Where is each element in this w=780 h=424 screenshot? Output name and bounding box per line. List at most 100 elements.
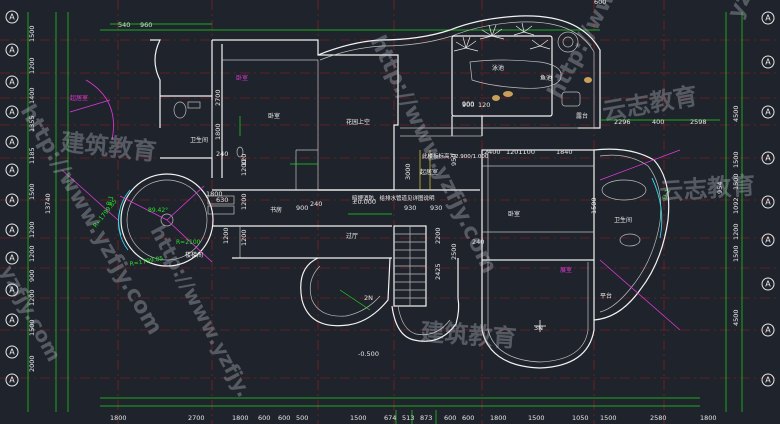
dim-label: 1500 [350,414,367,422]
svg-text:1800: 1800 [206,190,223,198]
svg-text:A: A [9,138,15,147]
axis-bubble: A [761,151,775,165]
svg-text:A: A [9,196,15,205]
center-marker [534,320,546,332]
bathroom-fixtures [173,101,647,247]
svg-text:A: A [765,154,771,163]
room-label: 过厅 [346,232,358,240]
svg-text:1800: 1800 [214,123,222,140]
room-label: 泳池 [492,64,504,72]
dim-label: 540 [118,21,130,29]
svg-text:A: A [765,280,771,289]
radius-label: R=2100 [176,239,201,246]
svg-text:120: 120 [240,154,248,166]
dim-label: 1500 [732,245,740,262]
svg-text:930: 930 [430,204,442,212]
svg-text:930: 930 [404,204,416,212]
dim-label: 4500 [732,105,740,122]
svg-text:240: 240 [472,238,484,246]
svg-text:yzfjy.com: yzfjy.com [723,0,780,23]
svg-text:1200: 1200 [240,159,248,176]
angle-label: 89.42° [148,207,168,214]
axis-bubble: A [761,105,775,119]
dim-label: 1500 [732,173,740,190]
left-dimensions: 1500 1200 1400 1355 1185 1500 1200 1200 … [28,25,52,372]
svg-text:云志教育: 云志教育 [658,171,756,206]
dim-label: 4500 [732,309,740,326]
room-label: 花园上空 [346,118,370,126]
axis-bubble: A [761,323,775,337]
svg-text:900: 900 [296,204,308,212]
svg-text:起居室: 起居室 [70,94,88,102]
axis-bubble: A [5,10,19,24]
axis-bubble: A [761,11,775,25]
room-label: 鱼池 [540,74,552,82]
dim-label: 1355 [28,115,36,132]
room-label: 卫生间 [614,216,632,224]
axis-bubbles-right: A A A A A A A A A [761,11,775,387]
dim-label: 1500 [28,25,36,42]
svg-text:1500: 1500 [590,197,598,214]
dim-label: 600 [258,414,270,422]
svg-text:2296: 2296 [614,118,631,126]
note: 此楼板标高为2.900/1.000 [422,152,489,160]
room-label: 书房 [270,206,282,214]
dim-label: 1800 [232,414,249,422]
dim-label: 1400 [28,87,36,104]
dim-label: 1800 [490,414,507,422]
svg-text:A: A [9,166,15,175]
axis-bubble: A [5,313,19,327]
svg-text:A: A [9,13,15,22]
dim-label: 1800 [110,414,127,422]
top-dimensions: 540 960 900 120 600 [118,0,606,109]
note: 暗埋消防、给排水管道见详图说明 [352,194,435,202]
svg-text:2200: 2200 [434,227,442,244]
palm-trees [453,22,592,101]
dim-label: 2580 [650,414,667,422]
dim-label: 900 [462,101,474,109]
dim-label: 900 [28,270,36,282]
dim-label: 1092 [732,197,740,214]
room-label: 卧室 [508,210,520,218]
dim-label: 1185 [28,147,36,164]
svg-text:A: A [9,78,15,87]
svg-text:A: A [765,376,771,385]
dim-label: 1200 [28,245,36,262]
axis-bubble: A [5,223,19,237]
axis-bubble: A [5,283,19,297]
dim-label: 1200 [28,57,36,74]
svg-text:A: A [9,286,15,295]
axis-bubble: A [761,277,775,291]
svg-text:A: A [9,316,15,325]
dim-label: 1500 [28,319,36,336]
svg-text:A: A [9,376,15,385]
dim-label: 1050 [572,414,589,422]
right-dimensions: 4500 1500 1500 1092 1200 1500 4500 954 [716,105,740,326]
svg-text:950: 950 [450,154,458,166]
axis-bubble: A [5,105,19,119]
axis-bubble: A [5,163,19,177]
axis-bubble: A [5,75,19,89]
dim-label: 500 [296,414,308,422]
dim-label: 674 [384,414,396,422]
room-label: 起居室 [420,168,438,176]
svg-text:A: A [765,198,771,207]
dim-label: 600 [444,414,456,422]
svg-text:1200: 1200 [240,229,248,246]
plan-notes: 此楼板标高为2.900/1.000 暗埋消防、给排水管道见详图说明 [352,152,489,202]
dim-label: 873 [420,414,432,422]
dim-label: 954 [716,182,724,194]
room-label: 卫生间 [190,136,208,144]
svg-text:卧室: 卧室 [236,74,248,82]
svg-text:A: A [9,46,15,55]
svg-text:建筑教育: 建筑教育 [420,318,518,353]
dim-label: 600 [278,414,290,422]
svg-text:2598: 2598 [690,118,707,126]
section-tag: D-1 [661,188,671,201]
svg-text:A: A [9,226,15,235]
svg-text:2700: 2700 [214,89,222,106]
svg-text:3N: 3N [534,324,543,332]
dim-label: 1200 [28,289,36,306]
dim-label: 1500 [600,414,617,422]
